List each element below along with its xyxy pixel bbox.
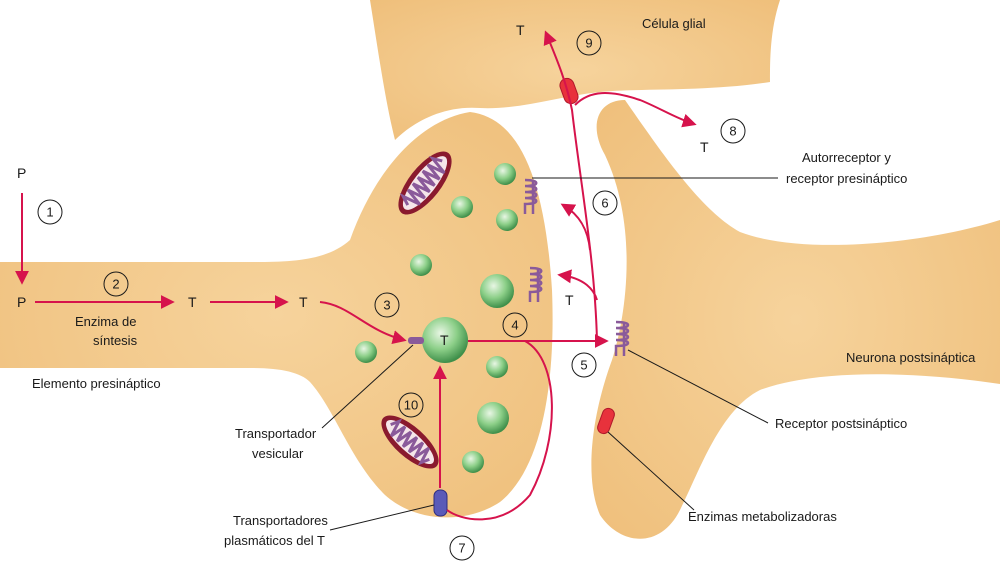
postsynaptic-receptor-label: Receptor postsináptico xyxy=(775,416,907,431)
step-2: 2 xyxy=(103,271,129,297)
step-9: 9 xyxy=(576,30,602,56)
svg-text:5: 5 xyxy=(580,358,587,373)
vesicle xyxy=(480,274,514,308)
pointer-plasma-transporter xyxy=(329,504,435,531)
svg-text:4: 4 xyxy=(511,318,518,333)
autoreceptor-label-line2: receptor presináptico xyxy=(786,171,907,186)
step-5: 5 xyxy=(571,352,597,378)
metabolizing-enzymes-label: Enzimas metabolizadoras xyxy=(688,509,837,524)
postsynaptic-neuron-label: Neurona postsináptica xyxy=(846,350,976,365)
pointer-postsynaptic-receptor xyxy=(627,349,769,424)
metabolizing-enzyme xyxy=(597,407,615,435)
vesicle xyxy=(451,196,473,218)
step-10: 10 xyxy=(398,392,424,418)
precursor-letter: P xyxy=(17,294,26,310)
vesicle xyxy=(477,402,509,434)
precursor-top-letter: P xyxy=(17,165,26,181)
glial-cell-label: Célula glial xyxy=(642,16,706,31)
svg-text:9: 9 xyxy=(585,36,592,51)
vesicular-transporter-label-line1: Transportador xyxy=(235,426,317,441)
transmitter-cleft-letter: T xyxy=(565,292,574,308)
step-3: 3 xyxy=(374,292,400,318)
mitochondrion-lower xyxy=(381,415,439,469)
step-6: 6 xyxy=(592,190,618,216)
step-7: 7 xyxy=(449,535,475,561)
arrow-cleft-up xyxy=(543,30,598,342)
step-4: 4 xyxy=(502,312,528,338)
transmitter-glia-letter: T xyxy=(516,22,525,38)
step-8: 8 xyxy=(720,118,746,144)
arrow-step-8 xyxy=(574,92,697,128)
presynaptic-element-label: Elemento presináptico xyxy=(32,376,161,391)
svg-text:6: 6 xyxy=(601,196,608,211)
arrow-step-3 xyxy=(319,301,407,344)
postsynaptic-receptor xyxy=(614,320,630,356)
mitochondrion-upper xyxy=(398,151,452,215)
transmitter-vesicle-letter: T xyxy=(440,332,449,348)
synthesis-enzyme-label-line2: síntesis xyxy=(93,333,138,348)
svg-text:3: 3 xyxy=(383,298,390,313)
svg-text:10: 10 xyxy=(404,398,418,413)
vesicle xyxy=(355,341,377,363)
plasma-transporter xyxy=(433,489,448,517)
vesicle xyxy=(486,356,508,378)
arrow-step-7 xyxy=(446,340,553,521)
arrow-step-6-lower xyxy=(557,269,598,301)
transmitter-letter-2: T xyxy=(299,294,308,310)
plasma-transporters-label-line1: Transportadores xyxy=(233,513,328,528)
vesicle xyxy=(462,451,484,473)
vesicle xyxy=(496,209,518,231)
plasma-transporters-label-line2: plasmáticos del T xyxy=(224,533,325,548)
pointer-vesicular-transporter xyxy=(321,344,414,429)
svg-text:1: 1 xyxy=(46,205,53,220)
synthesis-enzyme-label-line1: Enzima de xyxy=(75,314,136,329)
vesicular-transporter xyxy=(408,337,424,344)
autoreceptor-lower xyxy=(528,266,543,302)
vesicle-large xyxy=(422,317,468,363)
svg-text:8: 8 xyxy=(729,124,736,139)
svg-text:2: 2 xyxy=(112,277,119,292)
transmitter-diffuse-letter: T xyxy=(700,139,709,155)
glial-cell-shape xyxy=(370,0,780,140)
vesicular-transporter-label-line2: vesicular xyxy=(252,446,304,461)
transmitter-letter-1: T xyxy=(188,294,197,310)
autoreceptor-upper xyxy=(523,178,538,214)
vesicle xyxy=(410,254,432,276)
pointer-metabolizing-enzymes xyxy=(607,431,695,511)
postsynaptic-neuron-shape xyxy=(591,100,1000,539)
svg-text:7: 7 xyxy=(458,541,465,556)
vesicle xyxy=(494,163,516,185)
step-1: 1 xyxy=(37,199,63,225)
autoreceptor-label-line1: Autorreceptor y xyxy=(802,150,891,165)
